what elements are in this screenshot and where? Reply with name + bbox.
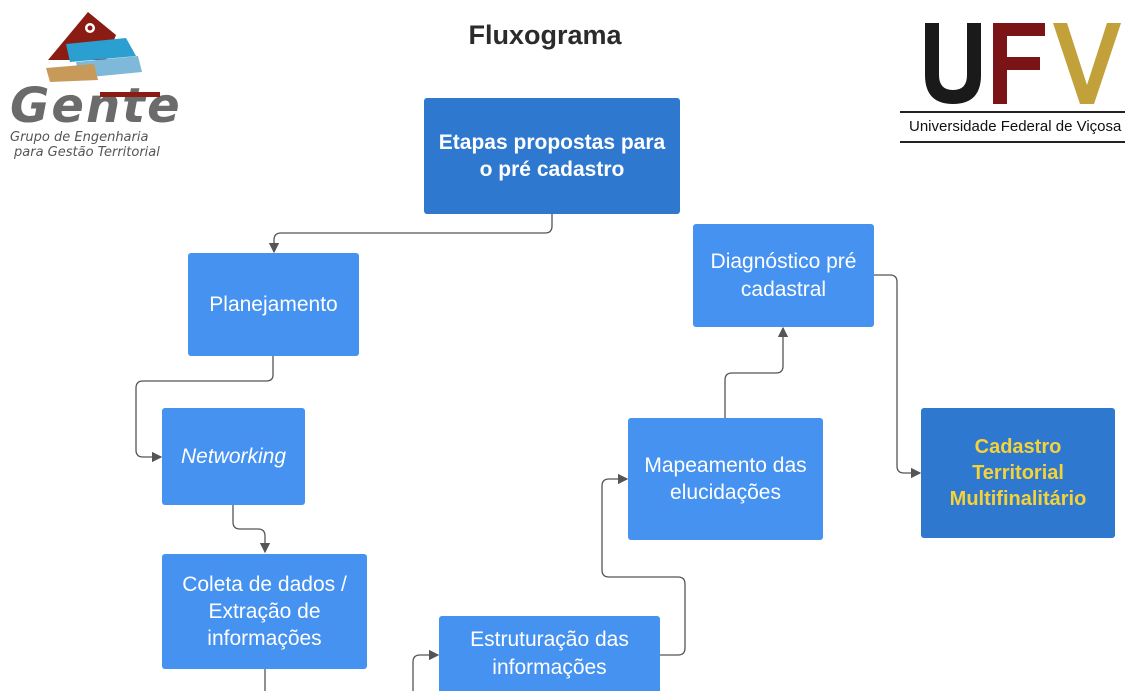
node-etapas: Etapas propostas para o pré cadastro [424,98,680,214]
node-planejamento: Planejamento [188,253,359,356]
connector-estruturacao-mapeamento [601,473,686,656]
svg-text:Gente: Gente [10,78,182,134]
node-networking: Networking [162,408,305,505]
node-mapeamento: Mapeamento das elucidações [628,418,823,540]
ufv-subtitle: Universidade Federal de Viçosa [909,118,1122,135]
connector-networking-coleta [232,505,271,554]
ufv-logo: Universidade Federal de Viçosa [895,15,1125,150]
connector-into-estruturacao [412,649,440,691]
node-etapas-label: Etapas propostas para o pré cadastro [438,130,666,181]
node-diagnostico-label: Diagnóstico pré cadastral [710,250,857,301]
connector-planejamento-networking [135,356,274,463]
gente-subtitle-2: para Gestão Territorial [14,145,160,160]
connector-mapeamento-diagnostico [724,326,789,418]
connector-etapas-planejamento [268,214,553,254]
diagram-title: Fluxograma [468,20,622,50]
ufv-logo-mark [900,23,1125,143]
node-coleta-label: Coleta de dados / Extração de informaçõe… [182,572,347,651]
gente-logo: Gente Grupo de Engenharia para Gestão Te… [6,10,196,170]
gente-subtitle-1: Grupo de Engenharia [10,130,149,145]
node-planejamento-label: Planejamento [209,292,338,316]
node-estruturacao-label: Estruturação das informações [470,628,629,679]
node-coleta: Coleta de dados / Extração de informaçõe… [162,554,367,669]
connector-diagnostico-cadastro [874,274,922,479]
node-diagnostico: Diagnóstico pré cadastral [693,224,874,327]
node-networking-label: Networking [180,444,287,468]
node-mapeamento-label: Mapeamento das elucidações [644,453,807,504]
node-cadastro: Cadastro Territorial Multifinalitário [921,408,1115,538]
gente-logo-mark: Gente [10,12,182,134]
node-estruturacao: Estruturação das informações [439,616,660,691]
node-cadastro-label: Cadastro Territorial Multifinalitário [949,436,1087,510]
